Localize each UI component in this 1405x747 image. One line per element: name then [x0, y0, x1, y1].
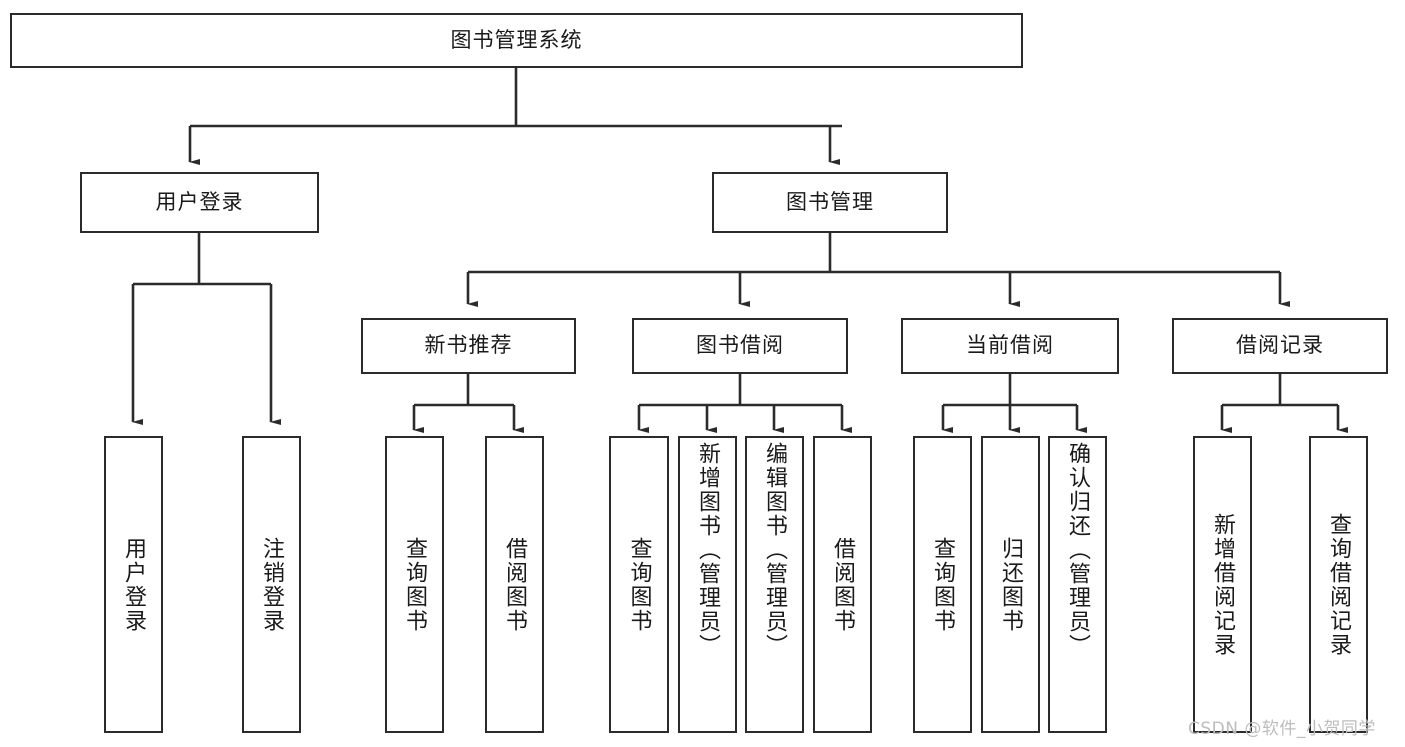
node-new-book-recommend-label: 新书推荐 — [424, 333, 513, 358]
leaf-logout-label: 注销登录 — [259, 536, 285, 633]
leaf-borrow-book-1[interactable]: 借阅图书 — [485, 436, 544, 733]
leaf-edit-book-admin-label: 编辑图书（管理员） — [762, 442, 788, 658]
node-book-manage-label: 图书管理 — [786, 189, 874, 214]
leaf-return-book[interactable]: 归还图书 — [981, 436, 1040, 733]
leaf-query-borrow-record[interactable]: 查询借阅记录 — [1309, 436, 1368, 733]
node-book-borrow-label: 图书借阅 — [696, 333, 784, 358]
leaf-user-login[interactable]: 用户登录 — [104, 436, 163, 733]
leaf-add-borrow-record[interactable]: 新增借阅记录 — [1193, 436, 1252, 733]
node-user-login[interactable]: 用户登录 — [80, 172, 319, 233]
leaf-confirm-return-admin-label: 确认归还（管理员） — [1065, 442, 1091, 658]
leaf-borrow-book-2[interactable]: 借阅图书 — [813, 436, 872, 733]
leaf-user-login-label: 用户登录 — [121, 536, 147, 633]
leaf-borrow-book-2-label: 借阅图书 — [830, 536, 856, 633]
node-user-login-label: 用户登录 — [155, 189, 244, 214]
leaf-query-book-2-label: 查询图书 — [626, 536, 652, 633]
csdn-watermark: CSDN @软件_小贺同学 — [1188, 719, 1376, 739]
node-book-borrow[interactable]: 图书借阅 — [632, 318, 848, 374]
node-borrow-record-label: 借阅记录 — [1236, 333, 1324, 358]
leaf-query-book-3-label: 查询图书 — [930, 536, 956, 633]
leaf-query-book-2[interactable]: 查询图书 — [609, 436, 669, 733]
leaf-query-book-3[interactable]: 查询图书 — [913, 436, 972, 733]
leaf-add-borrow-record-label: 新增借阅记录 — [1210, 512, 1236, 657]
leaf-add-book-admin-label: 新增图书（管理员） — [695, 442, 721, 658]
leaf-return-book-label: 归还图书 — [998, 536, 1024, 633]
leaf-query-borrow-record-label: 查询借阅记录 — [1326, 512, 1352, 657]
node-root[interactable]: 图书管理系统 — [10, 13, 1023, 68]
leaf-query-book-1-label: 查询图书 — [402, 536, 428, 633]
leaf-logout[interactable]: 注销登录 — [242, 436, 301, 733]
leaf-query-book-1[interactable]: 查询图书 — [385, 436, 444, 733]
node-borrow-record[interactable]: 借阅记录 — [1172, 318, 1388, 374]
leaf-borrow-book-1-label: 借阅图书 — [502, 536, 528, 633]
node-current-borrow-label: 当前借阅 — [966, 333, 1054, 358]
node-root-label: 图书管理系统 — [450, 27, 583, 52]
leaf-add-book-admin[interactable]: 新增图书（管理员） — [678, 436, 737, 733]
leaf-edit-book-admin[interactable]: 编辑图书（管理员） — [745, 436, 804, 733]
node-current-borrow[interactable]: 当前借阅 — [901, 318, 1119, 374]
node-book-manage[interactable]: 图书管理 — [712, 172, 948, 233]
node-new-book-recommend[interactable]: 新书推荐 — [361, 318, 576, 374]
leaf-confirm-return-admin[interactable]: 确认归还（管理员） — [1048, 436, 1107, 733]
